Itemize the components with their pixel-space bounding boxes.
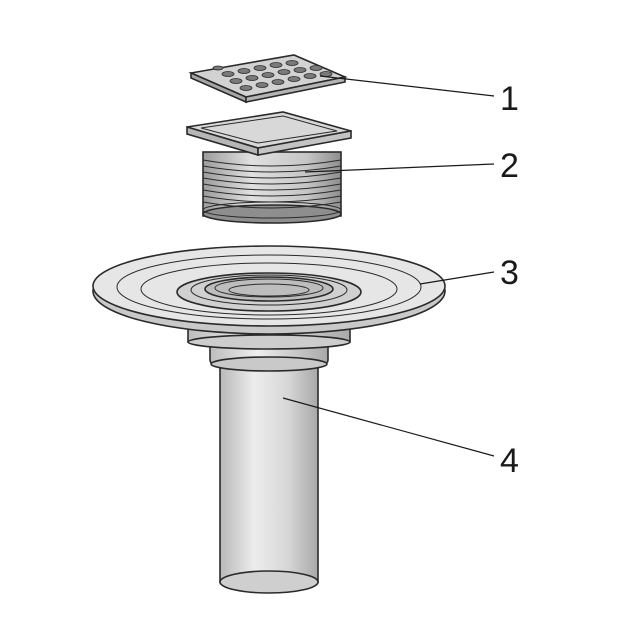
callout-4: 4 (500, 442, 519, 480)
part-2-threaded-insert (186, 111, 352, 224)
part-1-grate (188, 54, 348, 104)
part-3-flange (92, 245, 446, 335)
part-4-drain-pipe (187, 317, 351, 594)
callout-1: 1 (500, 80, 519, 118)
callout-2: 2 (500, 147, 519, 185)
callout-3: 3 (500, 254, 519, 292)
leader-lines (282, 75, 495, 457)
